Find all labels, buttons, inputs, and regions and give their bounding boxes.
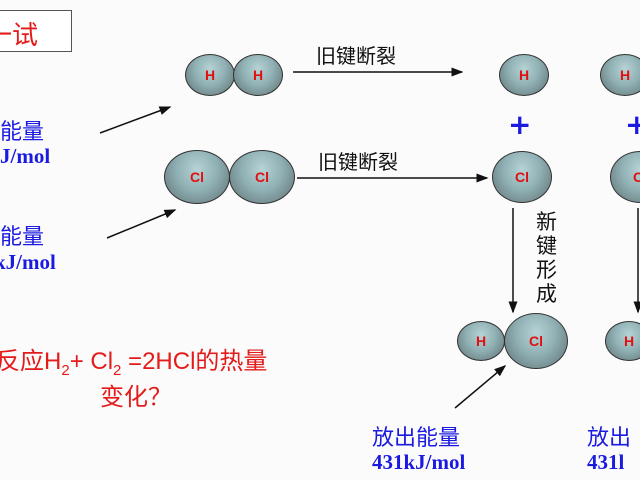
cl-atom: Cl [229, 150, 295, 204]
h-atom: H [457, 321, 505, 361]
form-char: 形 [536, 258, 557, 282]
question-text: 反应H [0, 348, 62, 375]
break-bond-label-1: 旧键断裂 [316, 44, 396, 68]
energy-absorb-1-value: J/mol [0, 144, 51, 168]
arrow-to-h2 [99, 106, 172, 134]
release-energy-label-2: 放出 [587, 426, 632, 451]
release-energy-value-2: 431l [587, 450, 625, 474]
plus-sign: + [508, 108, 532, 141]
form-char: 成 [536, 282, 557, 306]
form-char: 键 [536, 234, 557, 258]
cl-atom: Cl [504, 313, 568, 369]
question-line-1: 反应H2+ Cl2 =2HCl的热量 [0, 341, 267, 379]
energy-absorb-2-label: 能量 [0, 225, 45, 250]
title-text: 一试 [0, 20, 39, 50]
title-box [0, 10, 72, 52]
question-line-2: 变化？ [100, 384, 172, 411]
break-bond-label-2: 旧键断裂 [318, 150, 398, 174]
h-atom: H [233, 54, 283, 96]
question-text: =2HCl的热量 [121, 348, 268, 375]
cl-atom: Cl [164, 150, 230, 204]
h-atom: H [499, 54, 549, 96]
subscript: 2 [113, 361, 122, 379]
h-atom: H [600, 54, 640, 96]
energy-absorb-2-value: kJ/mol [0, 250, 56, 274]
form-bond-label: 新 键 形 成 [536, 210, 557, 306]
subscript: 2 [61, 361, 70, 379]
plus-sign: + [625, 108, 640, 141]
h-atom: H [185, 54, 235, 96]
arrow-to-cl2 [106, 209, 177, 239]
cl-atom: Cl [492, 151, 552, 203]
question-text: + Cl [69, 348, 114, 375]
form-char: 新 [536, 210, 557, 234]
energy-absorb-1-label: 能量 [0, 120, 45, 145]
release-energy-value: 431kJ/mol [372, 450, 466, 474]
release-energy-label: 放出能量 [372, 426, 461, 451]
arrow-release [454, 365, 507, 409]
